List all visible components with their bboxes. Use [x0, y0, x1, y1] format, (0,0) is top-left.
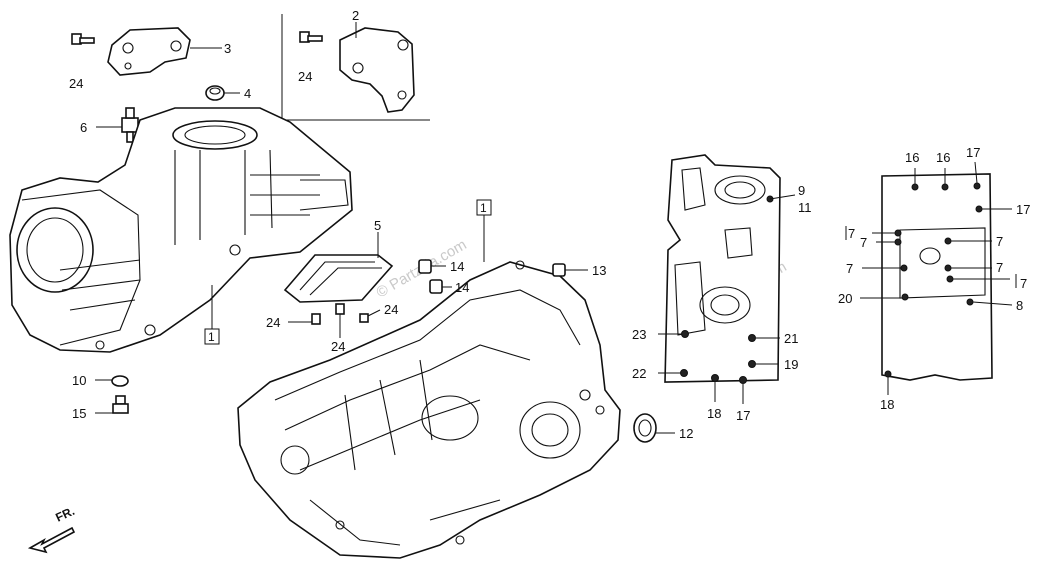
callout-22: 22 [632, 366, 646, 381]
callout-13: 13 [592, 263, 606, 278]
callout-15: 15 [72, 406, 86, 421]
part-seal-12 [633, 413, 657, 443]
part-dowel-14-a [418, 259, 432, 274]
inset-frame [281, 14, 430, 121]
part-bolt-24-a [71, 33, 95, 45]
front-label: FR. [53, 504, 76, 525]
reference-box-1-left: 1 [204, 285, 220, 345]
callout-11: 11 [798, 200, 812, 215]
part-bracket-2 [339, 27, 415, 113]
callout-17-c: 17 [1016, 202, 1030, 217]
callout-12: 12 [679, 426, 693, 441]
part-lower-crankcase [237, 260, 621, 559]
part-cover-plate-3 [107, 27, 191, 76]
part-upper-crankcase [9, 107, 353, 353]
part-bolt-24-c [311, 313, 321, 325]
callout-24-d: 24 [331, 339, 345, 354]
svg-text:1: 1 [208, 330, 215, 344]
part-washer-10 [111, 375, 129, 387]
part-bolt-15 [112, 395, 129, 414]
callout-9: 9 [798, 183, 805, 198]
part-nut-4 [205, 85, 225, 101]
callout-17-a: 17 [736, 408, 750, 423]
callout-24-e: 24 [384, 302, 398, 317]
reference-box-1-center: 1 [476, 199, 492, 262]
callout-8: 8 [1016, 298, 1023, 313]
callout-6: 6 [80, 120, 87, 135]
callout-14-b: 14 [455, 280, 469, 295]
callout-17-b: 17 [966, 145, 980, 160]
callout-numbers: 2 3 4 5 6 24 24 24 24 24 10 15 14 14 13 … [69, 8, 1030, 441]
callout-24-c: 24 [266, 315, 280, 330]
callout-21: 21 [784, 331, 798, 346]
callout-16-a: 16 [905, 150, 919, 165]
callout-10: 10 [72, 373, 86, 388]
part-gasket [664, 154, 781, 384]
part-gasket-right [881, 173, 993, 381]
part-dowel-13 [552, 263, 566, 277]
callout-19: 19 [784, 357, 798, 372]
callout-7-b: 7 [860, 235, 867, 250]
callout-7-c: 7 [996, 234, 1003, 249]
part-bolt-24-b [299, 31, 323, 43]
callout-24-b: 24 [298, 69, 312, 84]
part-bolt-24-d [335, 303, 345, 315]
callout-7-d: 7 [846, 261, 853, 276]
part-dowel-14-b [429, 279, 443, 294]
leader-lines [95, 22, 1017, 434]
svg-text:1: 1 [480, 201, 487, 215]
callout-18-a: 18 [707, 406, 721, 421]
part-strainer-5 [283, 254, 394, 303]
callout-5: 5 [374, 218, 381, 233]
callout-24-a: 24 [69, 76, 83, 91]
callout-2: 2 [352, 8, 359, 23]
callout-7-a: 7 [848, 226, 855, 241]
front-direction-arrow: FR. [27, 504, 77, 554]
callout-4: 4 [244, 86, 251, 101]
callout-16-b: 16 [936, 150, 950, 165]
callout-18-b: 18 [880, 397, 894, 412]
callout-20: 20 [838, 291, 852, 306]
part-bolt-24-e [359, 313, 369, 323]
callout-7-e: 7 [996, 260, 1003, 275]
callout-23: 23 [632, 327, 646, 342]
callout-14-a: 14 [450, 259, 464, 274]
callout-3: 3 [224, 41, 231, 56]
callout-7-f: 7 [1020, 276, 1027, 291]
